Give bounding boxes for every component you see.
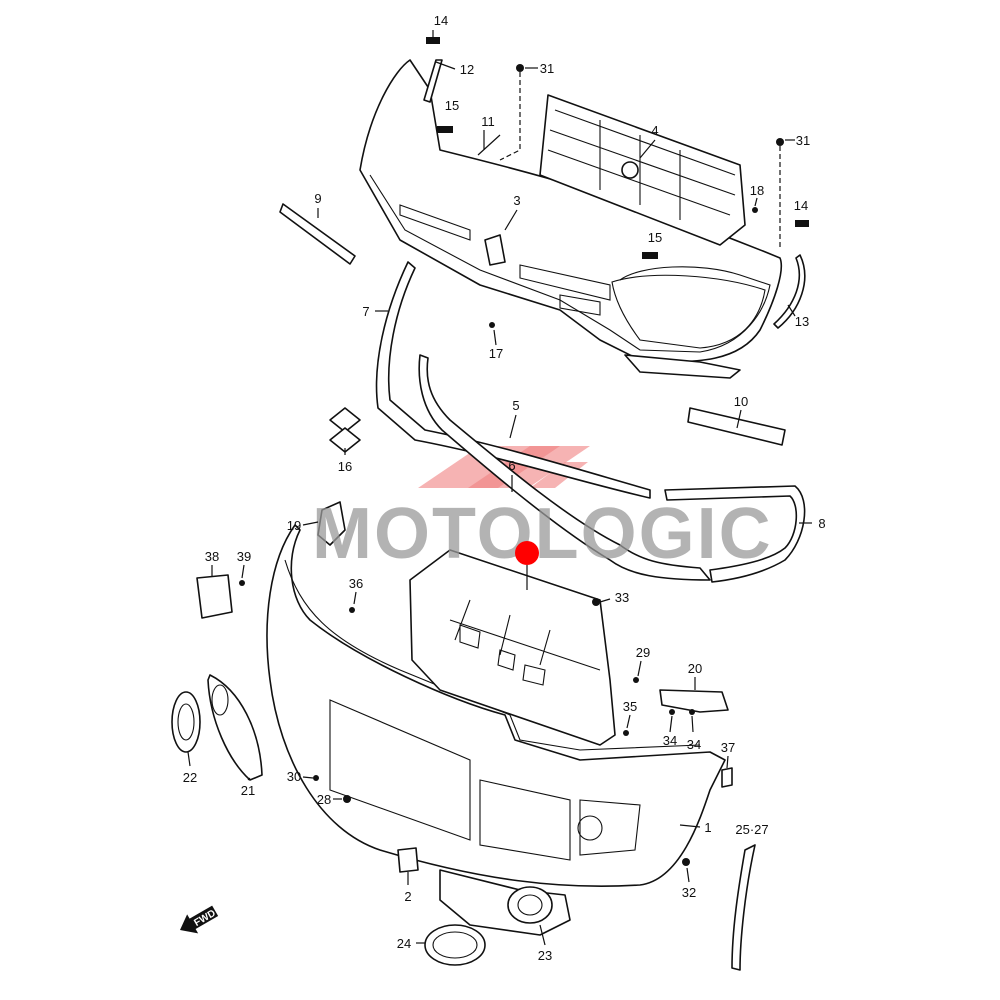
part-19-bracket — [317, 501, 346, 546]
callout-label-32[interactable]: 32 — [682, 885, 696, 900]
callout-label-12[interactable]: 12 — [460, 62, 474, 77]
callout-leader-line — [493, 329, 497, 346]
part-molding-13 — [773, 254, 806, 329]
fwd-direction-badge: FWD — [180, 905, 219, 934]
callout-label-37[interactable]: 37 — [721, 740, 735, 755]
part-molding-12 — [423, 59, 443, 103]
callout-leader-line — [726, 755, 729, 769]
callout-label-4[interactable]: 4 — [651, 123, 658, 138]
callout-label-25-27[interactable]: 25·27 — [735, 822, 768, 837]
callout-label-10[interactable]: 10 — [734, 394, 748, 409]
callout-label-36[interactable]: 36 — [349, 576, 363, 591]
callout-label-16[interactable]: 16 — [338, 459, 352, 474]
part-molding-9 — [279, 203, 356, 265]
callout-leader-line — [435, 61, 456, 70]
callout-leader-line — [679, 824, 701, 828]
callout-label-13[interactable]: 13 — [795, 314, 809, 329]
callout-leader-line — [504, 209, 518, 231]
part-22-ring — [171, 691, 201, 753]
callout-leader-line — [247, 777, 251, 781]
callout-label-39[interactable]: 39 — [237, 549, 251, 564]
callout-label-14[interactable]: 14 — [794, 198, 808, 213]
callout-label-15[interactable]: 15 — [648, 230, 662, 245]
fasteners — [239, 37, 809, 866]
callout-leader-line — [353, 591, 357, 605]
callout-label-18[interactable]: 18 — [750, 183, 764, 198]
callout-label-11[interactable]: 11 — [481, 114, 495, 129]
callout-label-23[interactable]: 23 — [538, 948, 552, 963]
callout-label-14[interactable]: 14 — [434, 13, 448, 28]
callout-label-34[interactable]: 34 — [687, 737, 701, 752]
part-center-bracket — [409, 549, 616, 746]
callout-leader-line — [691, 715, 694, 733]
callout-leader-line — [539, 924, 546, 946]
callout-label-17[interactable]: 17 — [489, 346, 503, 361]
callout-leader-line — [509, 414, 517, 439]
fwd-label: FWD — [192, 908, 217, 929]
callout-label-6[interactable]: 6 — [508, 458, 515, 473]
callout-leader-line — [686, 867, 690, 883]
callout-label-2[interactable]: 2 — [404, 889, 411, 904]
callout-label-5[interactable]: 5 — [512, 398, 519, 413]
callout-label-1[interactable]: 1 — [704, 820, 711, 835]
callout-label-35[interactable]: 35 — [623, 699, 637, 714]
callout-label-29[interactable]: 29 — [636, 645, 650, 660]
callout-leader-line — [599, 598, 611, 603]
callout-label-31[interactable]: 31 — [540, 61, 554, 76]
callout-leader-line — [639, 139, 656, 159]
callout-label-34[interactable]: 34 — [663, 733, 677, 748]
callout-leader-line — [187, 751, 191, 767]
part-21-grille — [207, 674, 263, 781]
callout-leader-line — [637, 660, 642, 677]
callout-label-9[interactable]: 9 — [314, 191, 321, 206]
callout-leader-line — [302, 521, 319, 526]
part-strip-7 — [375, 261, 651, 499]
part-strip-8 — [664, 485, 806, 583]
part-molding-10 — [687, 407, 786, 446]
callout-leader-line — [241, 564, 245, 579]
part-grille-frame — [359, 59, 783, 379]
callout-label-28[interactable]: 28 — [317, 792, 331, 807]
callout-label-21[interactable]: 21 — [241, 783, 255, 798]
part-37-clip — [721, 767, 733, 788]
callout-leader-line — [626, 714, 631, 729]
part-grille-insert — [539, 94, 746, 246]
highlight-marker[interactable] — [515, 541, 539, 565]
part-25-27-molding — [731, 844, 756, 971]
callout-label-20[interactable]: 20 — [688, 661, 702, 676]
callout-leader-line — [302, 776, 314, 779]
part-2-cap — [397, 847, 419, 873]
callout-label-24[interactable]: 24 — [397, 936, 411, 951]
part-24-ring — [424, 924, 486, 966]
callout-leader-line — [787, 304, 796, 317]
fwd-arrow-icon — [180, 905, 219, 934]
watermark-text: MOTOLOGIC — [312, 494, 773, 574]
callout-label-15[interactable]: 15 — [445, 98, 459, 113]
callout-label-19[interactable]: 19 — [287, 518, 301, 533]
callout-leader-line — [736, 409, 742, 429]
part-20-bracket — [659, 689, 729, 713]
part-strip-6 — [418, 354, 711, 581]
callout-label-22[interactable]: 22 — [183, 770, 197, 785]
callout-label-33[interactable]: 33 — [615, 590, 629, 605]
callout-leader-line — [669, 715, 673, 733]
part-bumper — [266, 524, 726, 888]
callout-label-3[interactable]: 3 — [513, 193, 520, 208]
callout-label-38[interactable]: 38 — [205, 549, 219, 564]
callout-label-7[interactable]: 7 — [362, 304, 369, 319]
part-emblem — [329, 407, 361, 453]
callout-label-31[interactable]: 31 — [796, 133, 810, 148]
callout-label-30[interactable]: 30 — [287, 769, 301, 784]
part-38-reflector — [196, 574, 233, 619]
callout-label-8[interactable]: 8 — [818, 516, 825, 531]
callout-leader-line — [754, 197, 758, 207]
